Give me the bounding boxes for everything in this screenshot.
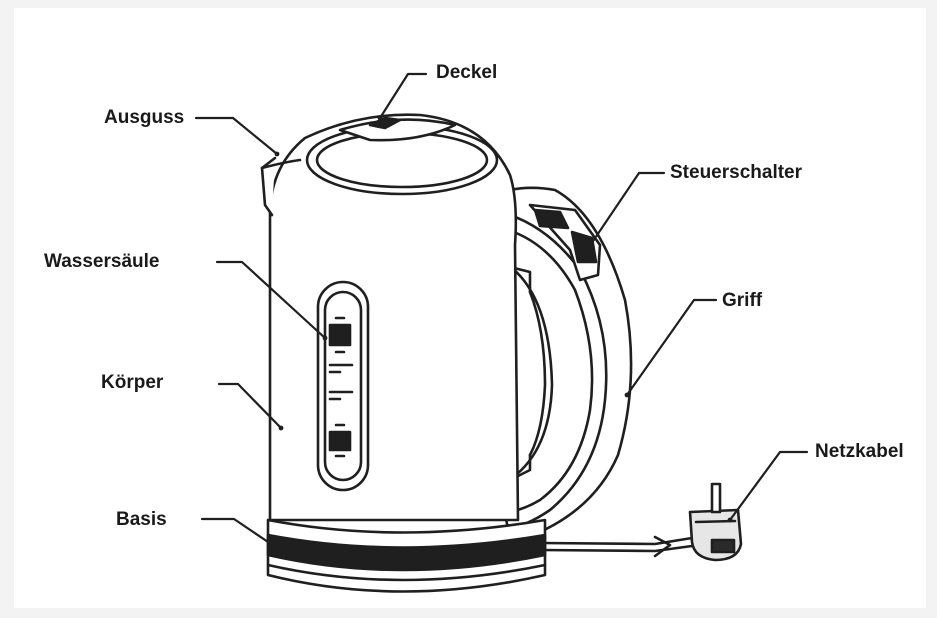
label-steuerschalter: Steuerschalter (670, 162, 803, 183)
label-netzkabel: Netzkabel (815, 441, 904, 462)
lid (305, 116, 499, 196)
base (266, 518, 547, 593)
label-deckel: Deckel (436, 62, 498, 83)
spout (260, 156, 277, 217)
leader-deckel (378, 72, 428, 120)
power-cord (538, 482, 743, 562)
water-gauge (316, 280, 370, 492)
leader-wassersaeule (215, 260, 327, 340)
label-griff: Griff (722, 290, 763, 311)
label-ausguss: Ausguss (104, 107, 185, 128)
leader-koerper (217, 382, 283, 430)
label-basis: Basis (116, 509, 167, 530)
leader-griff (625, 298, 718, 397)
leader-netzkabel (728, 450, 809, 522)
label-koerper: Körper (101, 372, 164, 393)
leader-steuerschalter (585, 171, 666, 252)
leader-basis (200, 517, 273, 546)
label-wassersaeule: Wassersäule (44, 251, 160, 272)
leader-ausguss (194, 116, 279, 156)
